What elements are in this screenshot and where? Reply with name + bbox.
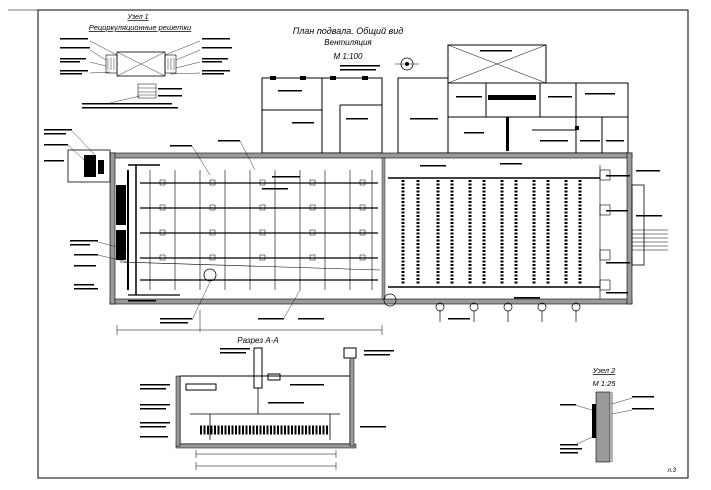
title-scale: М 1:100 [334, 52, 363, 61]
roof-fan [395, 57, 419, 71]
upper-room-labels [278, 50, 624, 142]
node2-scale: М 1:25 [593, 379, 617, 388]
drawing-title: План подвала. Общий вид Вентиляция М 1:1… [293, 26, 403, 61]
node1-subtitle: Рециркуляционные решетки [89, 23, 192, 32]
node2-detail: Узел 2 М 1:25 [560, 366, 654, 463]
section-floor-slab [175, 443, 357, 449]
sheet-number: л.3 [667, 468, 677, 474]
node1-title: Узел 1 [126, 14, 148, 21]
section-left-wall [175, 375, 181, 447]
sheet-frame [37, 9, 689, 479]
section-right-wall [349, 357, 355, 447]
section-title: Разрез А-А [237, 336, 278, 345]
upper-piers [270, 76, 579, 151]
plan-annotations [44, 129, 662, 324]
upper-rooms [261, 44, 629, 154]
left-hall-grilles [159, 179, 366, 261]
basement-walls [67, 149, 668, 305]
right-hall-terminals [383, 293, 581, 322]
section-a-a: Разрез А-А [140, 336, 394, 470]
ventilation-units [84, 155, 126, 260]
title-line-1: План подвала. Общий вид [293, 26, 403, 36]
node2-duct [592, 404, 596, 438]
right-side-rooms [599, 165, 611, 299]
node2-wall [595, 391, 611, 463]
plan-dimension [116, 310, 383, 335]
node2-title: Узел 2 [592, 366, 616, 375]
left-hall-ducts [119, 164, 381, 296]
right-hall-racks [388, 177, 600, 288]
title-line-2: Вентиляция [324, 38, 372, 47]
rack-columns [401, 180, 582, 285]
plan-leaders [67, 130, 301, 321]
node1-detail: Узел 1 Рециркуляционные решетки [60, 14, 232, 109]
